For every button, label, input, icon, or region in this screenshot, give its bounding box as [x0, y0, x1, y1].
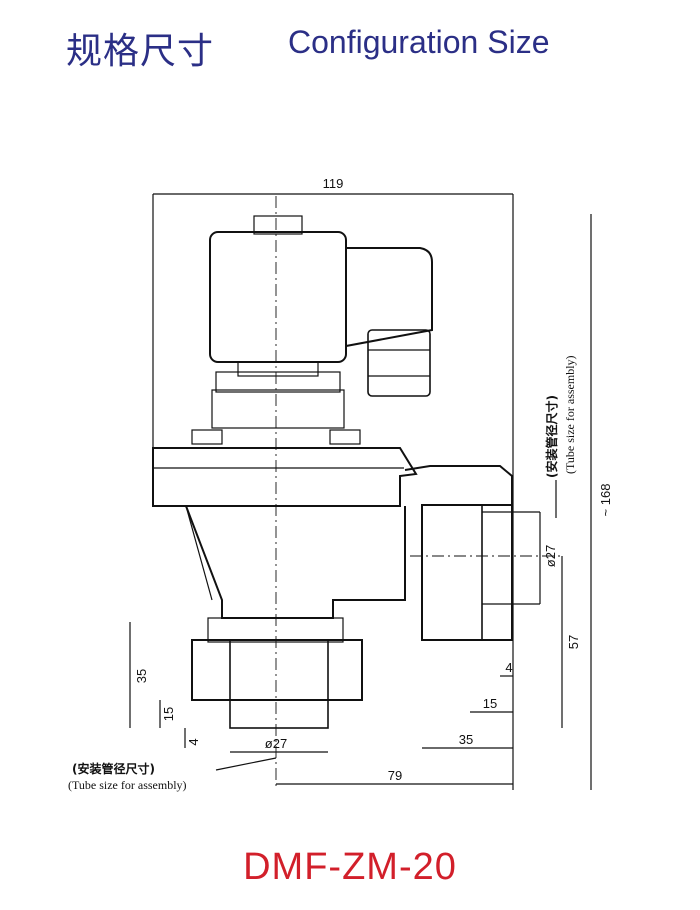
dim-label-side-4: 4	[505, 660, 512, 675]
valve-body	[185, 505, 406, 619]
dim-label-15: 15	[161, 707, 176, 721]
model-number: DMF-ZM-20	[243, 846, 457, 888]
side-outlet-nut	[421, 504, 483, 641]
dim-label-bottom-35: 35	[459, 732, 473, 747]
bottom-outlet-neck	[207, 617, 344, 643]
dim-label-35: 35	[134, 669, 149, 683]
page-title-english: Configuration Size	[288, 24, 550, 60]
solenoid-coil	[209, 231, 347, 363]
dim-label-4: 4	[186, 738, 201, 745]
valve-cover	[152, 447, 418, 507]
coil-top-cap	[253, 215, 303, 235]
connector-housing	[345, 247, 433, 348]
bolt-right	[329, 429, 361, 445]
dim-label-side-15: 15	[483, 696, 497, 711]
page-title-chinese: 规格尺寸	[66, 31, 215, 72]
tube-note-en-bottom: (Tube size for assembly)	[68, 778, 187, 792]
pilot-body	[211, 389, 345, 429]
body-edge	[185, 505, 213, 601]
bottom-outlet-nut	[229, 639, 329, 729]
bottom-outlet-body	[191, 639, 363, 701]
tube-note-cn-side: (安装管径尺寸)	[544, 395, 559, 478]
dim-label-bottom-dia: ø27	[265, 736, 287, 751]
note-leader-bottom	[215, 757, 277, 771]
dim-label-119: 119	[323, 176, 344, 191]
tube-note-en-side: (Tube size for assembly)	[563, 355, 577, 474]
dim-label-79: 79	[388, 768, 402, 783]
dim-label-168: ~ 168	[598, 484, 613, 517]
pilot-head	[215, 371, 341, 393]
bolt-left	[191, 429, 223, 445]
tube-note-cn-bottom: (安装管径尺寸)	[72, 761, 155, 776]
dim-label-57: 57	[566, 635, 581, 649]
armature-base	[237, 361, 319, 377]
side-outlet-body	[404, 465, 513, 641]
dim-label-side-dia: ø27	[543, 545, 558, 567]
cable-gland	[367, 329, 431, 397]
